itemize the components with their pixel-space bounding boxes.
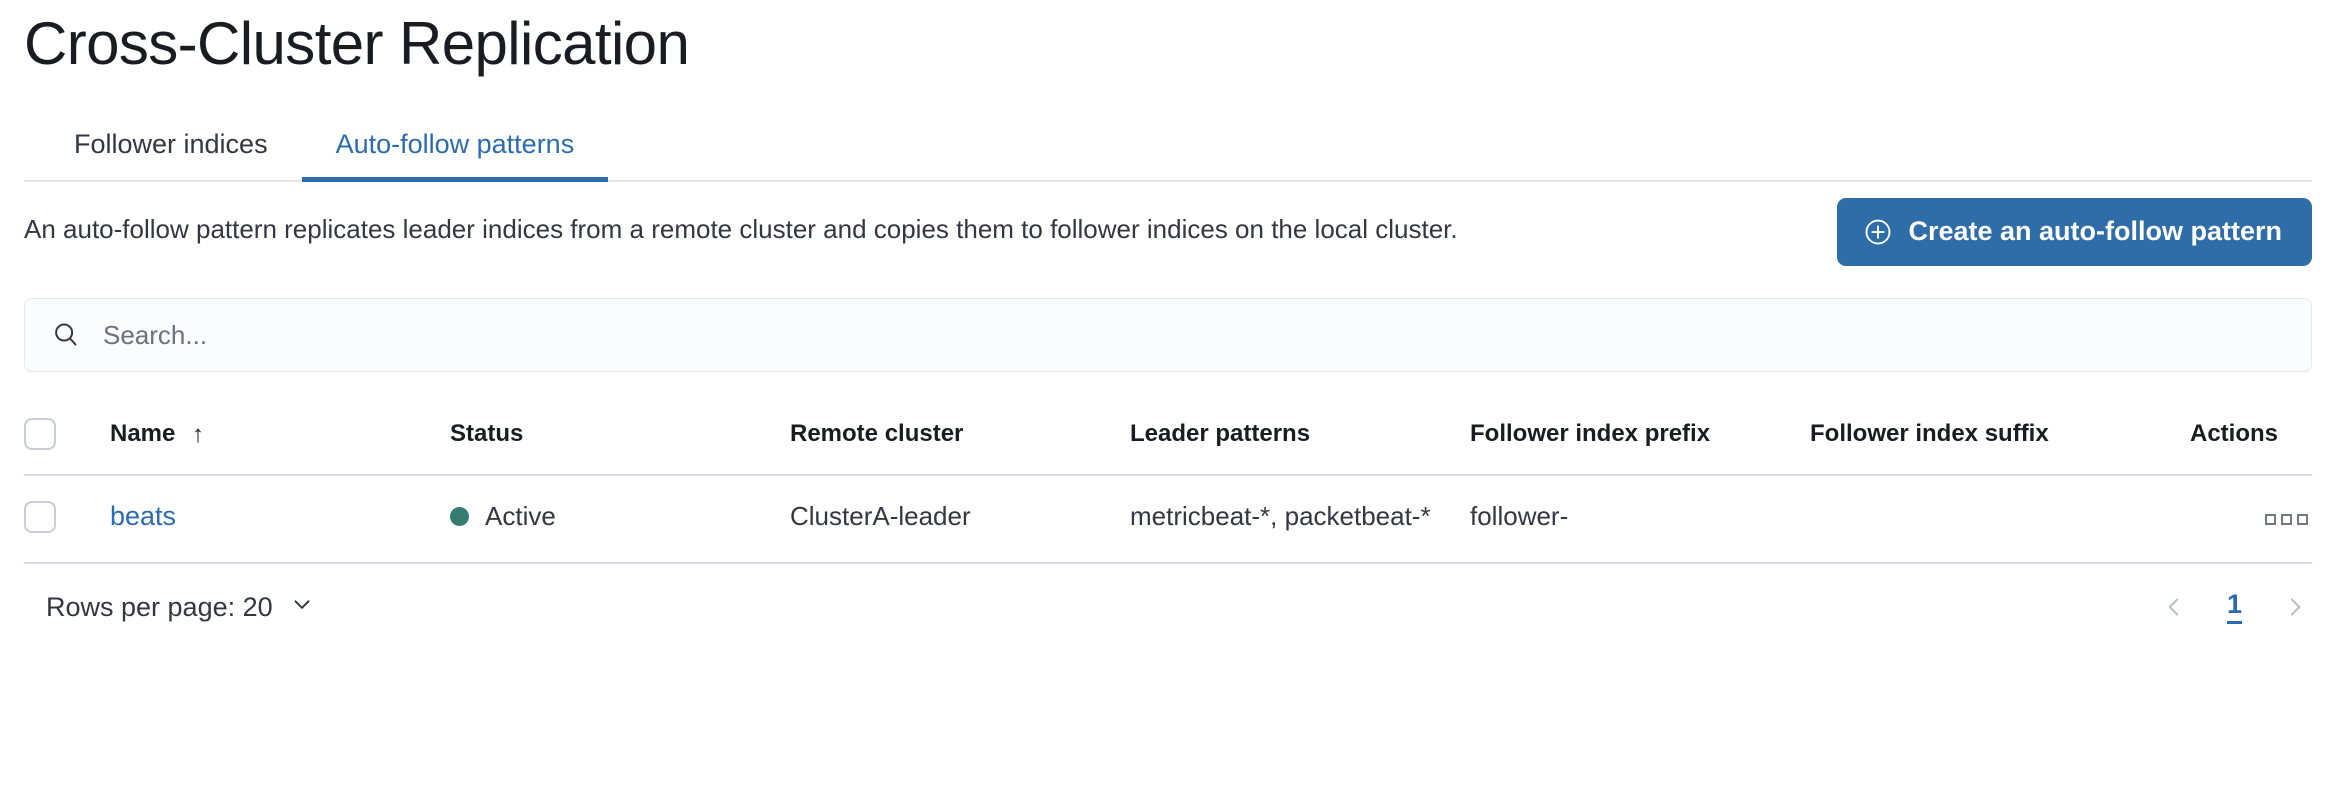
select-all-header — [24, 396, 110, 476]
more-actions-dot — [2297, 514, 2308, 526]
pagination: 1 — [2161, 589, 2308, 625]
more-actions-dot — [2281, 514, 2292, 526]
rows-per-page-label: Rows per page: 20 — [46, 591, 273, 622]
auto-follow-patterns-table: Name ↑ Status Remote cluster Leader patt… — [24, 396, 2312, 564]
cell-actions — [2190, 475, 2312, 564]
search-icon — [51, 320, 81, 350]
chevron-left-icon[interactable] — [2161, 594, 2187, 620]
status-label: Active — [485, 501, 556, 532]
rows-per-page-selector[interactable]: Rows per page: 20 — [46, 591, 315, 624]
column-header-remote-cluster[interactable]: Remote cluster — [790, 396, 1130, 476]
table-row: beats Active ClusterA-leader metricbeat-… — [24, 475, 2312, 564]
table-footer: Rows per page: 20 1 — [24, 589, 2312, 625]
row-select-cell — [24, 475, 110, 564]
cell-name: beats — [110, 475, 450, 564]
tab-bar: Follower indices Auto-follow patterns — [24, 116, 2312, 182]
description-row: An auto-follow pattern replicates leader… — [24, 198, 2312, 266]
cell-follower-index-prefix: follower- — [1470, 475, 1810, 564]
column-header-follower-index-prefix[interactable]: Follower index prefix — [1470, 396, 1810, 476]
search-input[interactable] — [101, 318, 2285, 352]
more-actions-dot — [2265, 514, 2276, 526]
column-header-actions: Actions — [2190, 396, 2312, 476]
status-badge: Active — [450, 501, 790, 532]
select-all-checkbox[interactable] — [24, 418, 56, 450]
chevron-down-icon — [289, 591, 315, 624]
cell-remote-cluster: ClusterA-leader — [790, 475, 1130, 564]
chevron-right-icon[interactable] — [2282, 594, 2308, 620]
column-header-follower-index-suffix[interactable]: Follower index suffix — [1810, 396, 2190, 476]
ccr-page: Cross-Cluster Replication Follower indic… — [0, 8, 2336, 800]
column-header-name-label: Name — [110, 419, 176, 447]
column-header-status[interactable]: Status — [450, 396, 790, 476]
cell-follower-index-suffix — [1810, 475, 2190, 564]
column-header-leader-patterns[interactable]: Leader patterns — [1130, 396, 1470, 476]
pagination-page-1[interactable]: 1 — [2226, 589, 2242, 625]
more-actions-icon[interactable] — [2261, 508, 2312, 531]
cell-leader-patterns: metricbeat-*, packetbeat-* — [1130, 475, 1470, 564]
status-dot-icon — [450, 507, 469, 527]
create-auto-follow-pattern-button[interactable]: Create an auto-follow pattern — [1837, 198, 2312, 266]
tab-auto-follow-patterns[interactable]: Auto-follow patterns — [301, 131, 609, 182]
row-select-checkbox[interactable] — [24, 501, 56, 534]
page-title: Cross-Cluster Replication — [24, 10, 690, 77]
cell-status: Active — [450, 475, 790, 564]
sort-ascending-icon: ↑ — [192, 420, 205, 448]
page-description: An auto-follow pattern replicates leader… — [24, 214, 1458, 244]
create-button-label: Create an auto-follow pattern — [1908, 216, 2282, 246]
auto-follow-pattern-link[interactable]: beats — [110, 501, 177, 532]
search-bar[interactable] — [24, 298, 2312, 372]
plus-in-circle-icon — [1863, 217, 1893, 247]
table-header-row: Name ↑ Status Remote cluster Leader patt… — [24, 396, 2312, 476]
column-header-name[interactable]: Name ↑ — [110, 396, 450, 476]
tab-follower-indices[interactable]: Follower indices — [74, 129, 268, 159]
